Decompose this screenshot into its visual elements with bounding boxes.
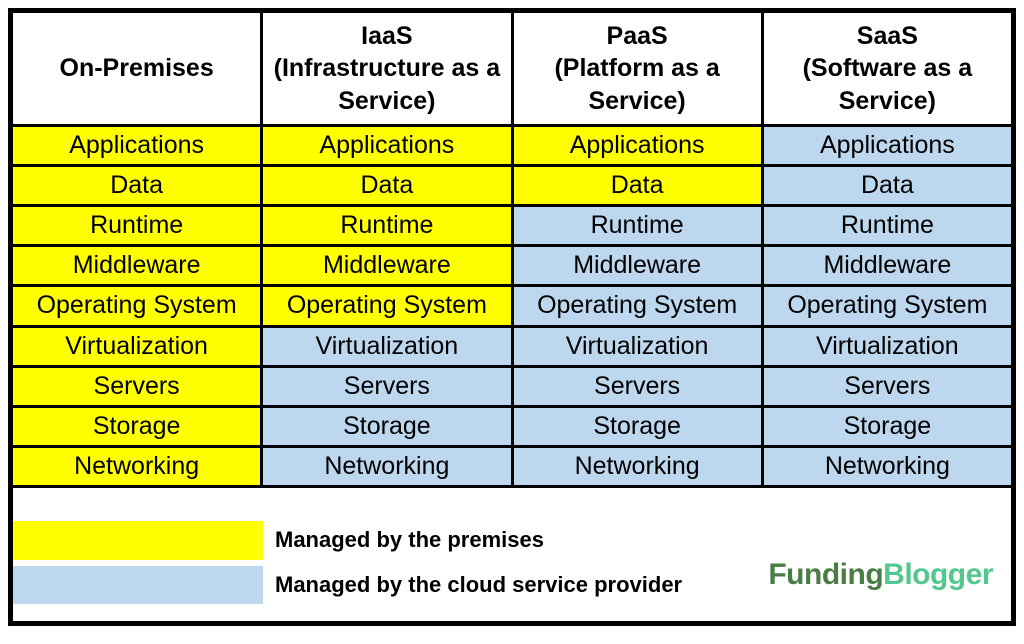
cell-paas-operating-system: Operating System bbox=[513, 287, 761, 325]
cell-iaas-middleware: Middleware bbox=[263, 247, 511, 285]
cell-saas-networking: Networking bbox=[763, 447, 1011, 485]
column-full-name: (Platform as a Service) bbox=[554, 54, 720, 115]
legend-label-premises: Managed by the premises bbox=[275, 527, 544, 553]
cell-iaas-operating-system: Operating System bbox=[263, 287, 511, 325]
cell-saas-servers: Servers bbox=[763, 367, 1011, 405]
cell-on-premises-storage: Storage bbox=[13, 407, 261, 445]
cell-saas-operating-system: Operating System bbox=[763, 287, 1011, 325]
column-abbr: SaaS bbox=[856, 21, 918, 50]
column-full-name: (Software as a Service) bbox=[802, 54, 973, 115]
cell-paas-virtualization: Virtualization bbox=[513, 327, 761, 365]
cloud-service-comparison-table: Managed by the premises Managed by the c… bbox=[8, 8, 1016, 626]
column-header-on-premises: On-Premises bbox=[13, 13, 261, 124]
cell-paas-servers: Servers bbox=[513, 367, 761, 405]
cell-paas-middleware: Middleware bbox=[513, 247, 761, 285]
cell-paas-applications: Applications bbox=[513, 127, 761, 165]
cell-iaas-servers: Servers bbox=[263, 367, 511, 405]
cell-iaas-applications: Applications bbox=[263, 127, 511, 165]
cell-iaas-runtime: Runtime bbox=[263, 207, 511, 245]
column-abbr: IaaS bbox=[361, 21, 413, 50]
cell-saas-storage: Storage bbox=[763, 407, 1011, 445]
legend-section: Managed by the premises Managed by the c… bbox=[13, 487, 1011, 621]
column-full-name: (Infrastructure as a Service) bbox=[273, 54, 501, 115]
cell-on-premises-applications: Applications bbox=[13, 127, 261, 165]
logo-funding-text: Funding bbox=[768, 557, 884, 591]
cell-on-premises-middleware: Middleware bbox=[13, 247, 261, 285]
cell-iaas-virtualization: Virtualization bbox=[263, 327, 511, 365]
cell-paas-storage: Storage bbox=[513, 407, 761, 445]
column-header-paas: PaaS (Platform as a Service) bbox=[513, 13, 761, 124]
logo-blogger-text: Blogger bbox=[883, 557, 993, 591]
cell-iaas-storage: Storage bbox=[263, 407, 511, 445]
cell-iaas-data: Data bbox=[263, 167, 511, 205]
cell-paas-runtime: Runtime bbox=[513, 207, 761, 245]
column-header-saas: SaaS (Software as a Service) bbox=[763, 13, 1011, 124]
funding-blogger-logo: FundingBlogger bbox=[768, 558, 993, 592]
cell-saas-runtime: Runtime bbox=[763, 207, 1011, 245]
column-abbr: On-Premises bbox=[59, 54, 214, 83]
cell-on-premises-data: Data bbox=[13, 167, 261, 205]
cell-on-premises-runtime: Runtime bbox=[13, 207, 261, 245]
cell-on-premises-servers: Servers bbox=[13, 367, 261, 405]
legend-swatch-premises bbox=[13, 520, 263, 560]
cell-saas-middleware: Middleware bbox=[763, 247, 1011, 285]
cell-on-premises-networking: Networking bbox=[13, 447, 261, 485]
column-header-iaas: IaaS (Infrastructure as a Service) bbox=[263, 13, 511, 124]
cell-on-premises-operating-system: Operating System bbox=[13, 287, 261, 325]
cell-iaas-networking: Networking bbox=[263, 447, 511, 485]
column-abbr: PaaS bbox=[606, 21, 668, 50]
legend-label-cloud: Managed by the cloud service provider bbox=[275, 571, 683, 597]
cell-saas-virtualization: Virtualization bbox=[763, 327, 1011, 365]
cell-on-premises-virtualization: Virtualization bbox=[13, 327, 261, 365]
cell-saas-applications: Applications bbox=[763, 127, 1011, 165]
cell-paas-data: Data bbox=[513, 167, 761, 205]
cell-saas-data: Data bbox=[763, 167, 1011, 205]
cell-paas-networking: Networking bbox=[513, 447, 761, 485]
legend-swatch-cloud bbox=[13, 565, 263, 604]
